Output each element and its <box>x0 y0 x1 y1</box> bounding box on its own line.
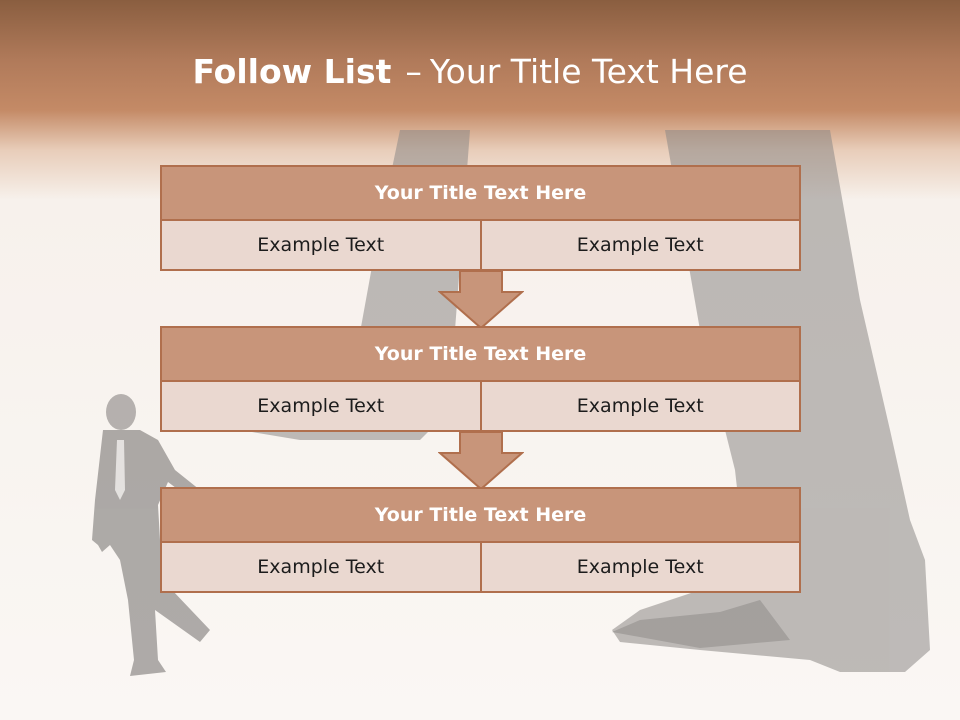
block-cell-left: Example Text <box>160 382 482 432</box>
block-row: Example Text Example Text <box>160 382 801 432</box>
slide-title: Follow List–Your Title Text Here <box>0 52 940 91</box>
block-cell-left: Example Text <box>160 543 482 593</box>
down-arrow-icon <box>438 431 524 491</box>
title-rest: Your Title Text Here <box>429 52 748 91</box>
block-title: Your Title Text Here <box>160 487 801 543</box>
block-cell-right: Example Text <box>481 543 801 593</box>
list-block-3: Your Title Text Here Example Text Exampl… <box>160 487 801 593</box>
list-block-1: Your Title Text Here Example Text Exampl… <box>160 165 801 271</box>
list-block-2: Your Title Text Here Example Text Exampl… <box>160 326 801 432</box>
block-title: Your Title Text Here <box>160 326 801 382</box>
block-cell-right: Example Text <box>481 221 801 271</box>
title-dash: – <box>405 52 422 91</box>
block-cell-left: Example Text <box>160 221 482 271</box>
title-bold: Follow List <box>192 52 392 91</box>
block-cell-right: Example Text <box>481 382 801 432</box>
down-arrow-icon <box>438 270 524 330</box>
block-row: Example Text Example Text <box>160 221 801 271</box>
block-title: Your Title Text Here <box>160 165 801 221</box>
block-row: Example Text Example Text <box>160 543 801 593</box>
